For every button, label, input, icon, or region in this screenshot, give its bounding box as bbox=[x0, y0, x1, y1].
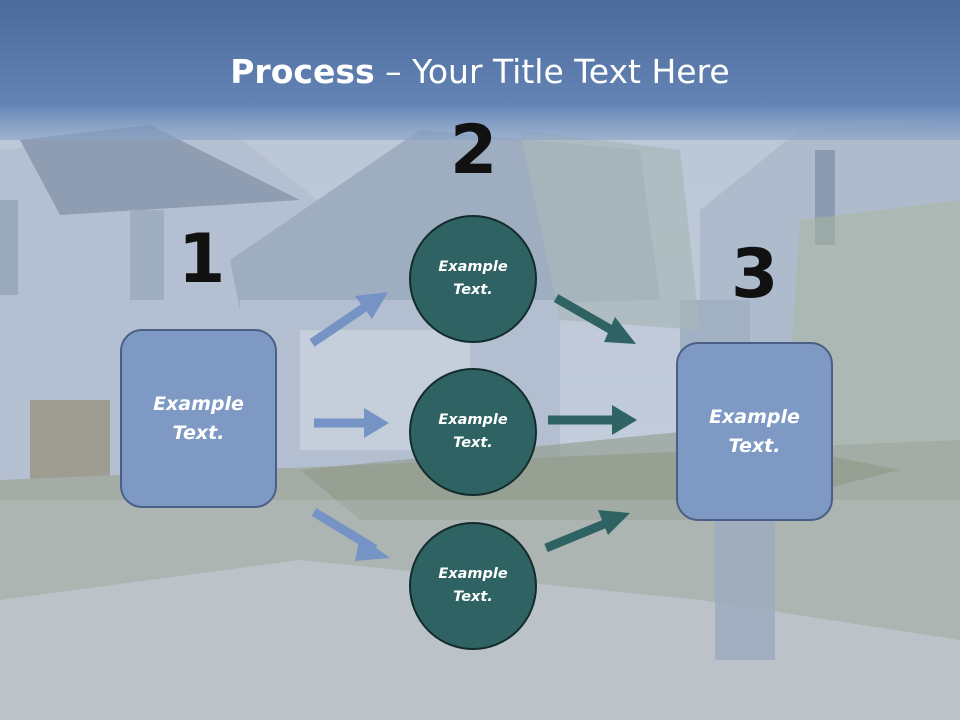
step-2-top-text: Example Text. bbox=[438, 256, 507, 302]
arrow-1-to-2-middle-head bbox=[364, 408, 389, 438]
step-2-top-line1: Example bbox=[438, 258, 508, 275]
title-rest: – Your Title Text Here bbox=[374, 52, 730, 91]
step-2-middle-line2: Text. bbox=[453, 435, 493, 451]
step-1-box[interactable]: Example Text. bbox=[120, 329, 277, 508]
step-1-text-line2: Text. bbox=[172, 421, 225, 444]
step-2-middle-line1: Example bbox=[438, 411, 508, 428]
arrow-2-to-3-bottom bbox=[544, 515, 616, 553]
step-number-1: 1 bbox=[178, 220, 226, 299]
step-2-bottom-line2: Text. bbox=[453, 589, 493, 605]
header-band bbox=[0, 0, 960, 140]
step-3-text: Example Text. bbox=[709, 403, 800, 460]
arrow-1-to-2-top bbox=[309, 297, 377, 347]
arrow-2-to-3-top-head bbox=[604, 317, 636, 344]
step-3-text-line1: Example bbox=[709, 406, 800, 428]
arrow-2-to-3-bottom-head bbox=[598, 510, 630, 535]
step-1-text: Example Text. bbox=[153, 390, 244, 447]
step-2-top-line2: Text. bbox=[453, 282, 493, 298]
step-3-text-line2: Text. bbox=[728, 434, 781, 457]
step-3-box[interactable]: Example Text. bbox=[676, 342, 833, 521]
step-2-circle-top[interactable]: Example Text. bbox=[409, 215, 537, 343]
step-2-middle-text: Example Text. bbox=[438, 409, 507, 455]
step-number-3: 3 bbox=[731, 235, 779, 314]
step-2-circle-bottom[interactable]: Example Text. bbox=[409, 522, 537, 650]
step-1-text-line1: Example bbox=[153, 393, 244, 415]
title-bold: Process bbox=[230, 52, 375, 91]
arrow-1-to-2-bottom-head bbox=[355, 536, 390, 561]
arrow-1-to-2-top-head bbox=[355, 292, 388, 319]
arrow-2-to-3-middle-head bbox=[612, 405, 637, 435]
step-number-2: 2 bbox=[450, 111, 498, 190]
page-title: Process – Your Title Text Here bbox=[0, 52, 960, 91]
step-2-bottom-text: Example Text. bbox=[438, 563, 507, 609]
step-2-bottom-line1: Example bbox=[438, 565, 508, 582]
step-2-circle-middle[interactable]: Example Text. bbox=[409, 368, 537, 496]
